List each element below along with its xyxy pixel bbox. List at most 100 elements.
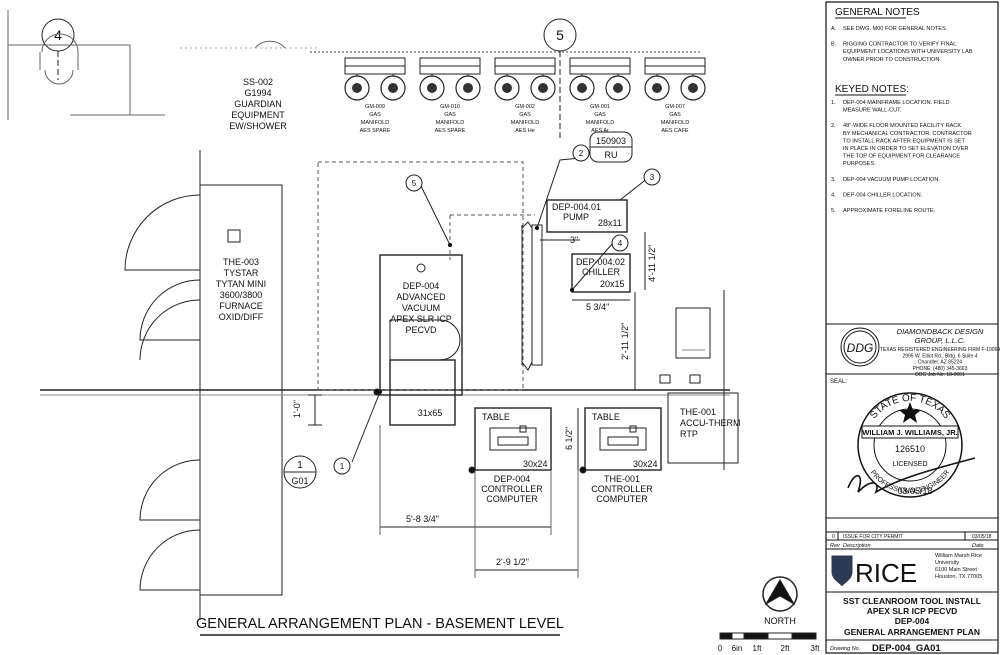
dim-2-11: 2'-11 1/2" xyxy=(620,323,630,360)
note-tag: B. xyxy=(831,42,837,48)
project-l4: GENERAL ARRANGEMENT PLAN xyxy=(844,627,980,637)
seal-label: SEAL: xyxy=(830,379,847,385)
scale-bar: 0 6in 1ft 2ft 3ft xyxy=(718,632,820,653)
manifold-label: MANIFOLD xyxy=(586,120,614,126)
note-line: IN PLACE IN ORDER TO SET ELEVATION OVER xyxy=(843,146,968,152)
tool-l4: APEX SLR ICP xyxy=(390,314,452,324)
client-line: Houston, TX 77005 xyxy=(935,574,982,580)
svg-text:2: 2 xyxy=(579,149,584,158)
grid-bubble-4: 4 xyxy=(41,18,75,80)
keynote-bubble-5: 5 xyxy=(405,174,423,192)
note-line: MEASURE WALL-CUT. xyxy=(843,108,902,114)
table1-n3: COMPUTER xyxy=(486,494,538,504)
section-sheet: G01 xyxy=(291,476,308,486)
keynote-bubble-4: 4 xyxy=(611,234,629,252)
svg-text:6in: 6in xyxy=(732,644,743,653)
manifold-label: GAS xyxy=(519,112,531,118)
furnace-l6: OXID/DIFF xyxy=(219,312,264,322)
keyed-notes-list: 1. DEP-004 MAINFRAME LOCATION. FIELD MEASU… xyxy=(831,100,972,214)
table1-n2: CONTROLLER xyxy=(481,484,543,494)
rev-header-rev: Rev xyxy=(830,543,841,549)
manifold-label: GM-007 xyxy=(665,104,685,110)
manifold-label: GAS xyxy=(444,112,456,118)
note-line: DEP-004 MAINFRAME LOCATION. FIELD xyxy=(843,100,950,106)
title-block: GENERAL NOTES A.SEE DWG. M00 FOR GENERAL… xyxy=(825,1,1000,654)
note-line: EQUIPMENT LOCATIONS WITH UNIVERSITY LAB xyxy=(843,49,973,55)
table2-n2: CONTROLLER xyxy=(591,484,653,494)
ss-tag: SS-002 xyxy=(243,77,273,87)
tool-l1: DEP-004 xyxy=(403,281,440,291)
rev-description: ISSUE FOR CITY PERMIT xyxy=(843,534,903,540)
client-line: William Marsh Rice xyxy=(935,553,982,559)
firm-line: DDG Job No. 18-0001 xyxy=(915,372,965,378)
signature xyxy=(847,457,976,494)
tool-l3: VACUUM xyxy=(402,303,440,313)
therm-l1: THE-001 xyxy=(680,407,716,417)
firm-details: TEXAS REGISTERED ENGINEERING FIRM F-1906… xyxy=(880,347,1000,378)
firm-name1: DIAMONDBACK DESIGN xyxy=(897,327,984,336)
pump-l1: DEP-004.01 xyxy=(552,202,601,212)
dim-6-12: 6 1/2" xyxy=(564,427,574,450)
manifold-label: MANIFOLD xyxy=(436,120,464,126)
manifold-label: GM-009 xyxy=(365,104,385,110)
seal-date: 03/05/18 xyxy=(897,486,932,496)
project-l1: SST CLEANROOM TOOL INSTALL xyxy=(843,596,981,606)
manifold-label: MANIFOLD xyxy=(511,120,539,126)
ss-model: G1994 xyxy=(244,88,271,98)
general-notes-list: A.SEE DWG. M00 FOR GENERAL NOTES.B.RIGGI… xyxy=(831,26,973,63)
note-line: 48"-WIDE FLOOR MOUNTED FACILITY RACK xyxy=(843,123,961,129)
dim-5-34: 5 3/4" xyxy=(586,302,609,312)
seal-name: WILLIAM J. WILLIAMS, JR. xyxy=(862,428,957,437)
north-arrow-icon: NORTH xyxy=(762,576,798,626)
firm-line: TEXAS REGISTERED ENGINEERING FIRM F-1906… xyxy=(880,347,1000,353)
furnace-l1: THE-003 xyxy=(223,257,259,267)
dep-004-tool xyxy=(379,254,463,426)
keynote-bubble-3: 3 xyxy=(643,168,661,186)
client-logo: RICE xyxy=(855,558,917,588)
rev-header-desc: Description xyxy=(843,543,871,549)
table-the-001 xyxy=(584,407,662,471)
manifold-label: GM-002 xyxy=(515,104,535,110)
rev-header-date: Date xyxy=(972,543,984,549)
chiller-size: 20x15 xyxy=(600,279,625,289)
manifold-label: GAS xyxy=(669,112,681,118)
floor-plan: 4 5 SS-002 G1994 GUARDIAN EQUIPMENT EW/S… xyxy=(7,10,820,653)
note-line: PURPOSES. xyxy=(843,161,876,167)
keynote-bubble-1: 1 xyxy=(333,457,351,475)
keynote-bubble-2: 2 xyxy=(572,144,590,162)
rev-number: 0 xyxy=(832,534,835,540)
manifold-label: GAS xyxy=(594,112,606,118)
chiller-box xyxy=(571,253,631,293)
table1-size: 30x24 xyxy=(523,459,548,469)
ru-tag: 150903 RU xyxy=(589,131,633,163)
dim-4-11: 4'-11 1/2" xyxy=(647,245,657,282)
project-l3: DEP-004 xyxy=(895,616,930,626)
firm-name2: GROUP, L.L.C. xyxy=(915,336,966,345)
manifold-label: MANIFOLD xyxy=(661,120,689,126)
svg-text:5: 5 xyxy=(412,179,417,188)
table1-label: TABLE xyxy=(482,412,510,422)
note-tag: 2. xyxy=(831,123,836,129)
ru-number: 150903 xyxy=(596,136,626,146)
svg-text:DDG: DDG xyxy=(847,341,874,355)
ss-name3: EW/SHOWER xyxy=(229,121,287,131)
note-tag: 1. xyxy=(831,100,836,106)
therm-l2: ACCU-THERM xyxy=(680,418,741,428)
manifold-label: GAS xyxy=(369,112,381,118)
pump-size: 28x11 xyxy=(598,218,622,228)
svg-text:3: 3 xyxy=(650,173,655,182)
manifold-label: MANIFOLD xyxy=(361,120,389,126)
table1-n1: DEP-004 xyxy=(494,474,531,484)
svg-text:1: 1 xyxy=(340,462,345,471)
tool-l5: PECVD xyxy=(405,325,437,335)
manifold-label: AES CAFE xyxy=(661,128,689,134)
ru-unit: RU xyxy=(605,150,618,160)
chiller-l2: CHILLER xyxy=(582,267,621,277)
table-dep-004 xyxy=(474,407,552,471)
note-tag: A. xyxy=(831,26,837,32)
note-line: OWNER PRIOR TO CONSTRUCTION. xyxy=(843,57,941,63)
